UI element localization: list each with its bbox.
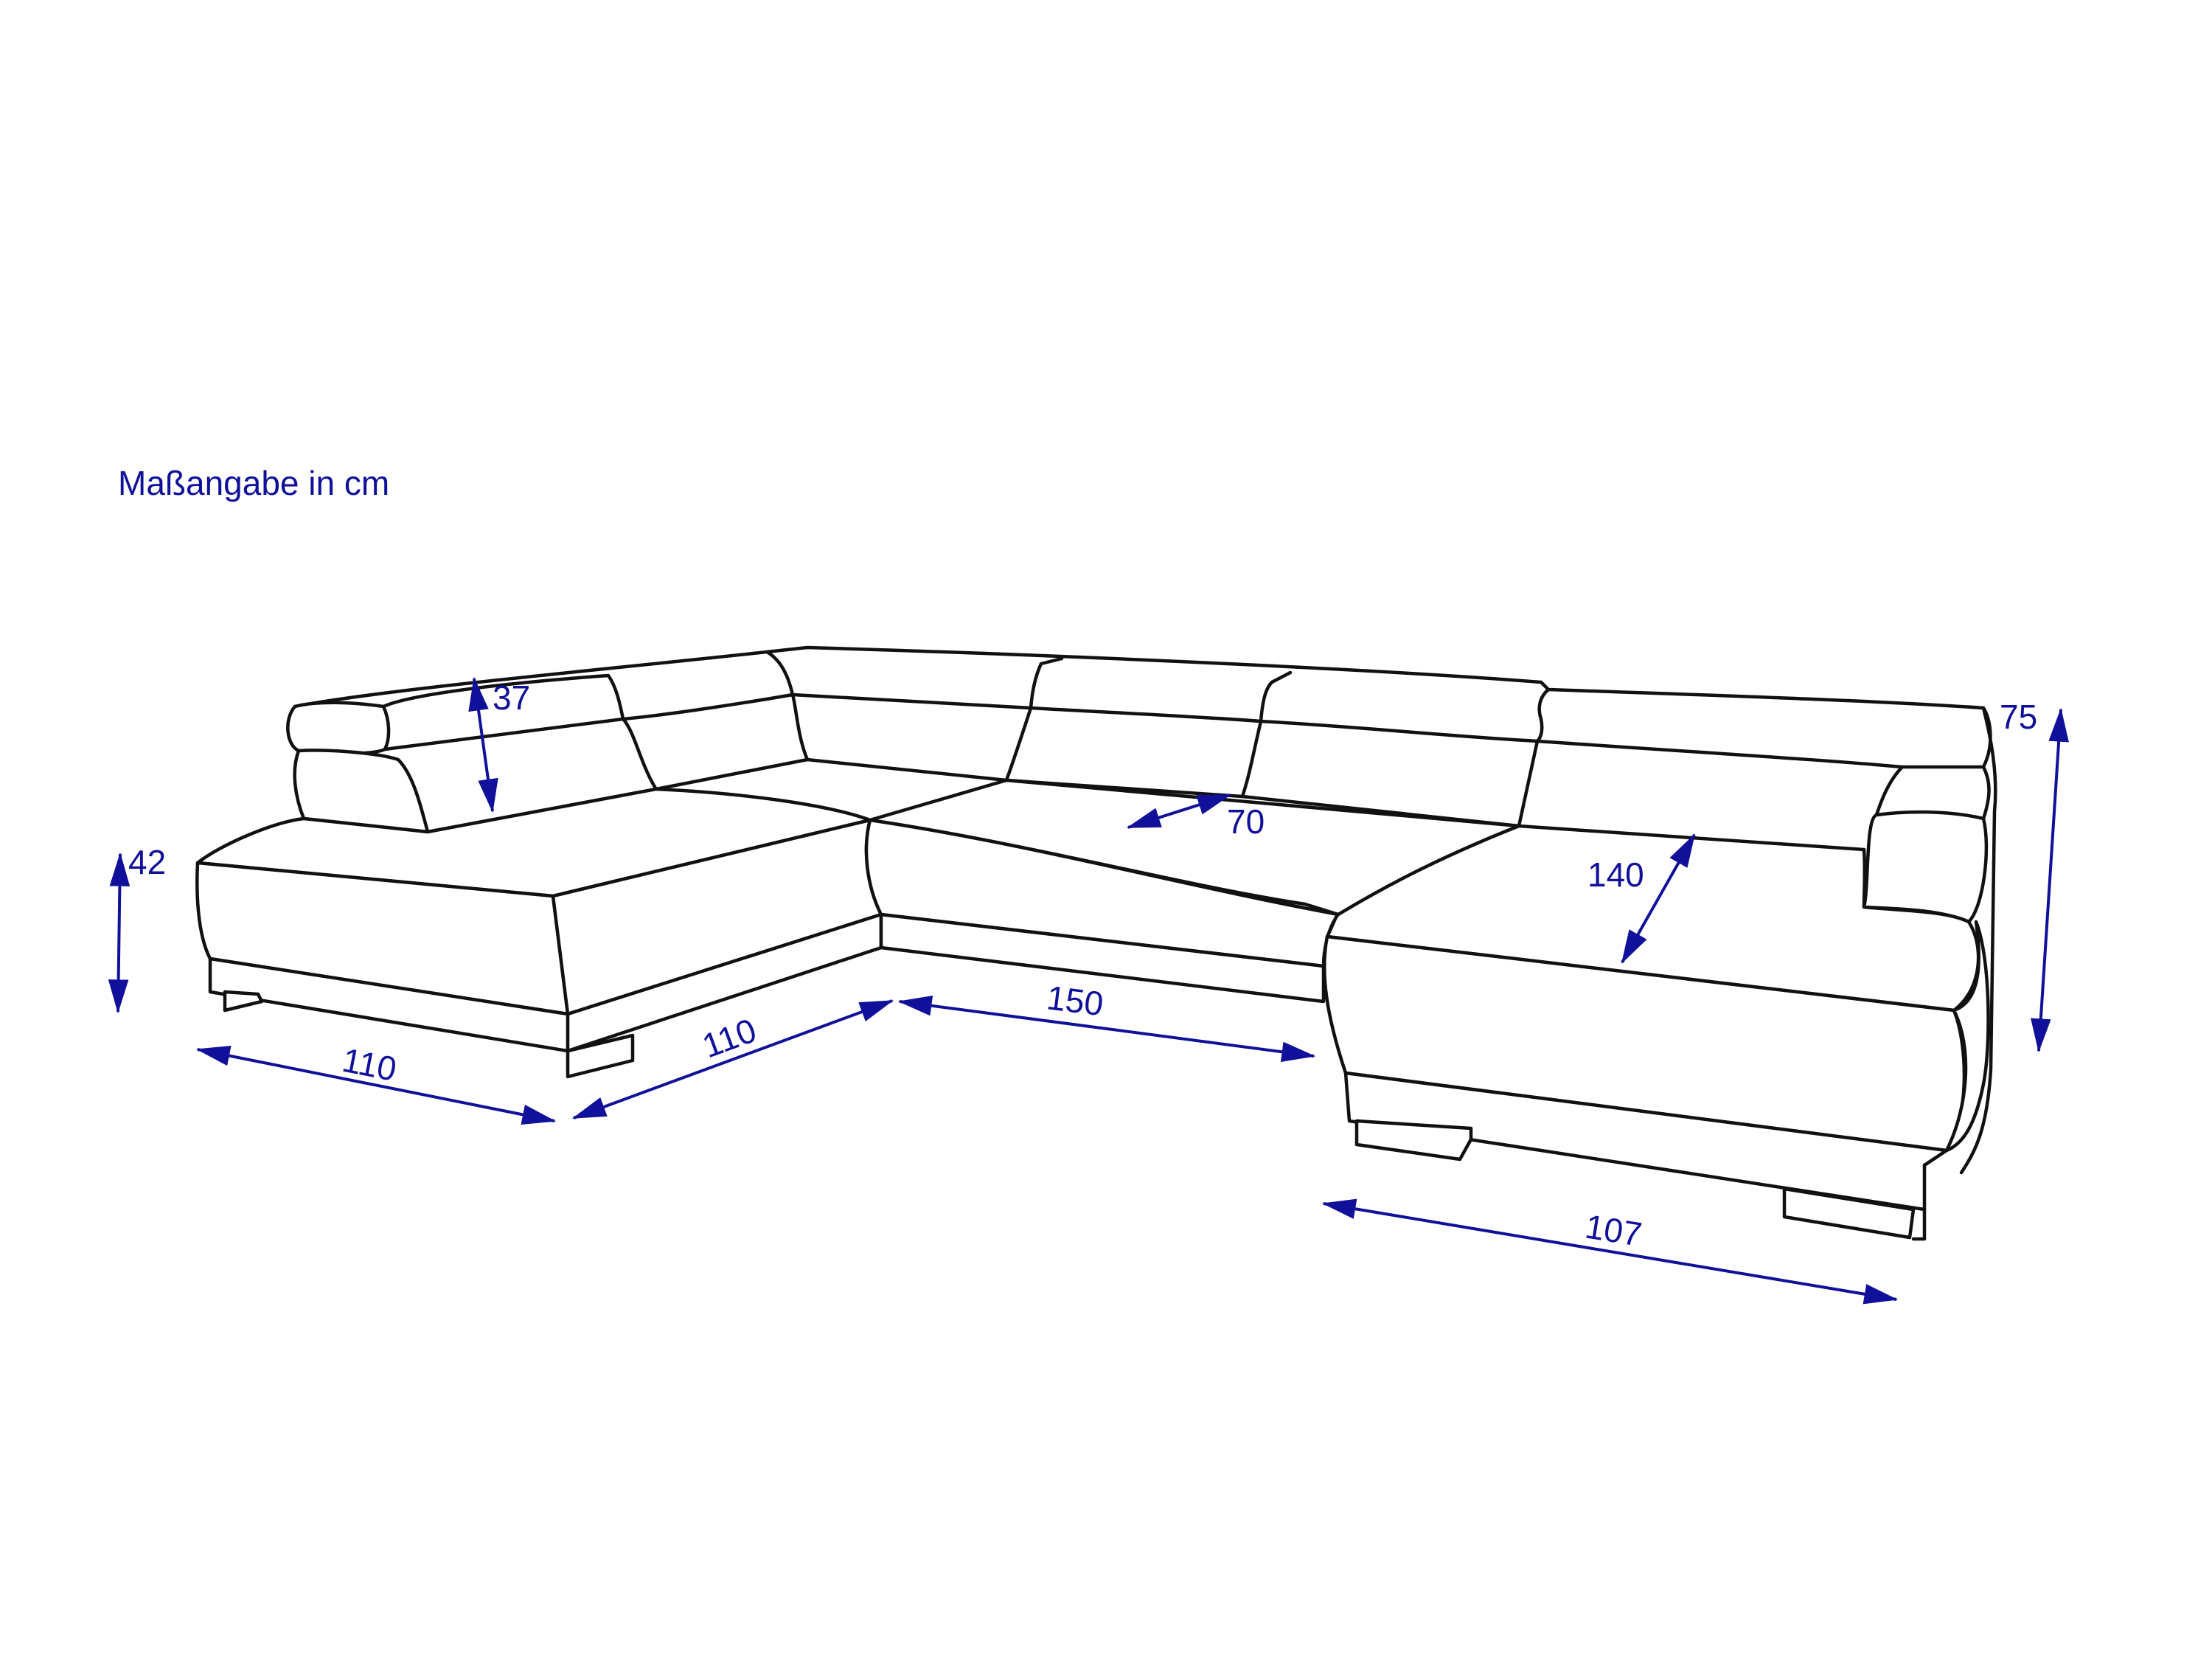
dim-label-150: 150: [1045, 978, 1106, 1023]
middle-base: [879, 912, 1326, 1004]
dim-arrow-107: [1321, 1198, 1899, 1305]
dim-arrow-42: [108, 852, 131, 1014]
dim-arrow-110-left: [195, 1046, 557, 1125]
left-foot-front: [223, 990, 264, 1013]
dim-label-37: 37: [493, 678, 530, 717]
dim-label-110-mid: 110: [698, 1010, 762, 1065]
dim-label-42: 42: [128, 843, 166, 881]
dim-arrow-150: [897, 996, 1316, 1062]
dim-arrow-140: [1621, 833, 1696, 965]
left-seat-top: [195, 787, 872, 898]
dim-label-75: 75: [2000, 698, 2037, 736]
dim-label-110-left: 110: [339, 1041, 400, 1089]
unit-caption: Maßangabe in cm: [118, 464, 390, 502]
dim-label-107: 107: [1582, 1207, 1644, 1254]
right-arm-front: [1944, 920, 1990, 1153]
dim-arrow-75: [2031, 707, 2069, 1053]
right-foot-left: [1354, 1119, 1473, 1162]
left-headrest: [286, 701, 391, 756]
dim-label-140: 140: [1587, 855, 1644, 894]
right-base: [1343, 1071, 1949, 1212]
sofa-outline: [195, 645, 1997, 1241]
left-headrest-lower: [293, 749, 430, 834]
backrest-top: [293, 645, 1986, 710]
middle-back-cushion-left: [790, 692, 1033, 782]
dim-label-70: 70: [1227, 802, 1265, 841]
right-back-cushion: [1535, 706, 1992, 771]
dim-arrow-37: [468, 676, 498, 813]
right-armrest: [1862, 765, 1991, 924]
middle-back-cushion-right: [1004, 706, 1263, 799]
dim-arrow-70: [1126, 794, 1232, 829]
dim-arrow-110-mid: [571, 999, 894, 1119]
